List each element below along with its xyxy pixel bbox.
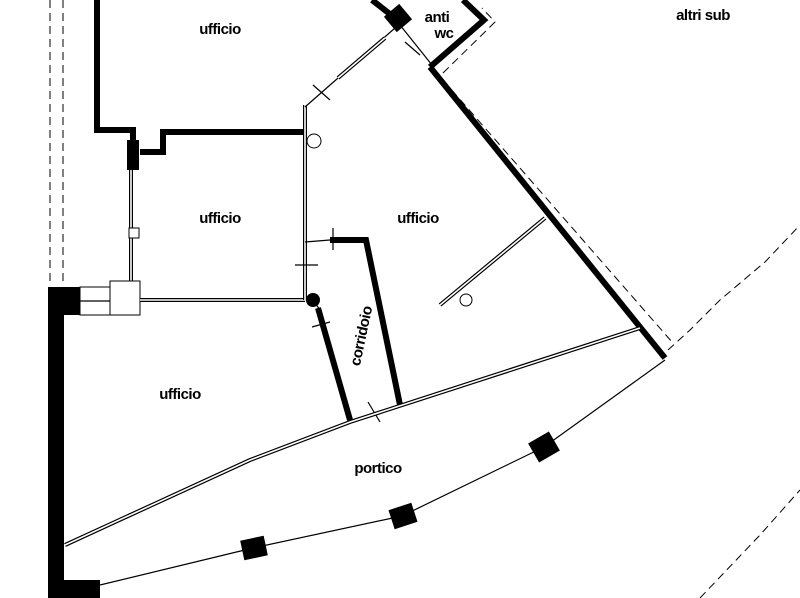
left-boundary-dashed [49, 0, 64, 285]
right-boundary-dashed [667, 224, 800, 598]
anti-wc-walls [370, 0, 673, 360]
room-label-office-middle-left: ufficio [199, 210, 241, 227]
room-label-office-middle-right: ufficio [397, 210, 439, 227]
room-label-wc: wc [433, 25, 453, 42]
room-label-office-bottom-left: ufficio [159, 386, 201, 403]
column-circle [459, 293, 473, 307]
column [240, 535, 268, 561]
room-label-porch: portico [354, 460, 402, 477]
porch-columns [99, 359, 666, 586]
column [388, 502, 418, 530]
column-circle [306, 133, 322, 149]
room-label-other-units: altri sub [676, 7, 730, 24]
room-label-office-top: ufficio [199, 21, 241, 38]
left-exterior-wall [48, 280, 141, 598]
column-circle-filled [306, 293, 320, 307]
interior-walls [140, 105, 334, 302]
upper-left-walls [94, 0, 305, 285]
room-label-corridor: corridoio [347, 304, 376, 367]
diagonal-window [304, 27, 421, 108]
internal-partition [438, 216, 547, 307]
room-label-anti: anti [425, 9, 450, 26]
porch-wall [64, 326, 641, 547]
column [528, 431, 560, 463]
